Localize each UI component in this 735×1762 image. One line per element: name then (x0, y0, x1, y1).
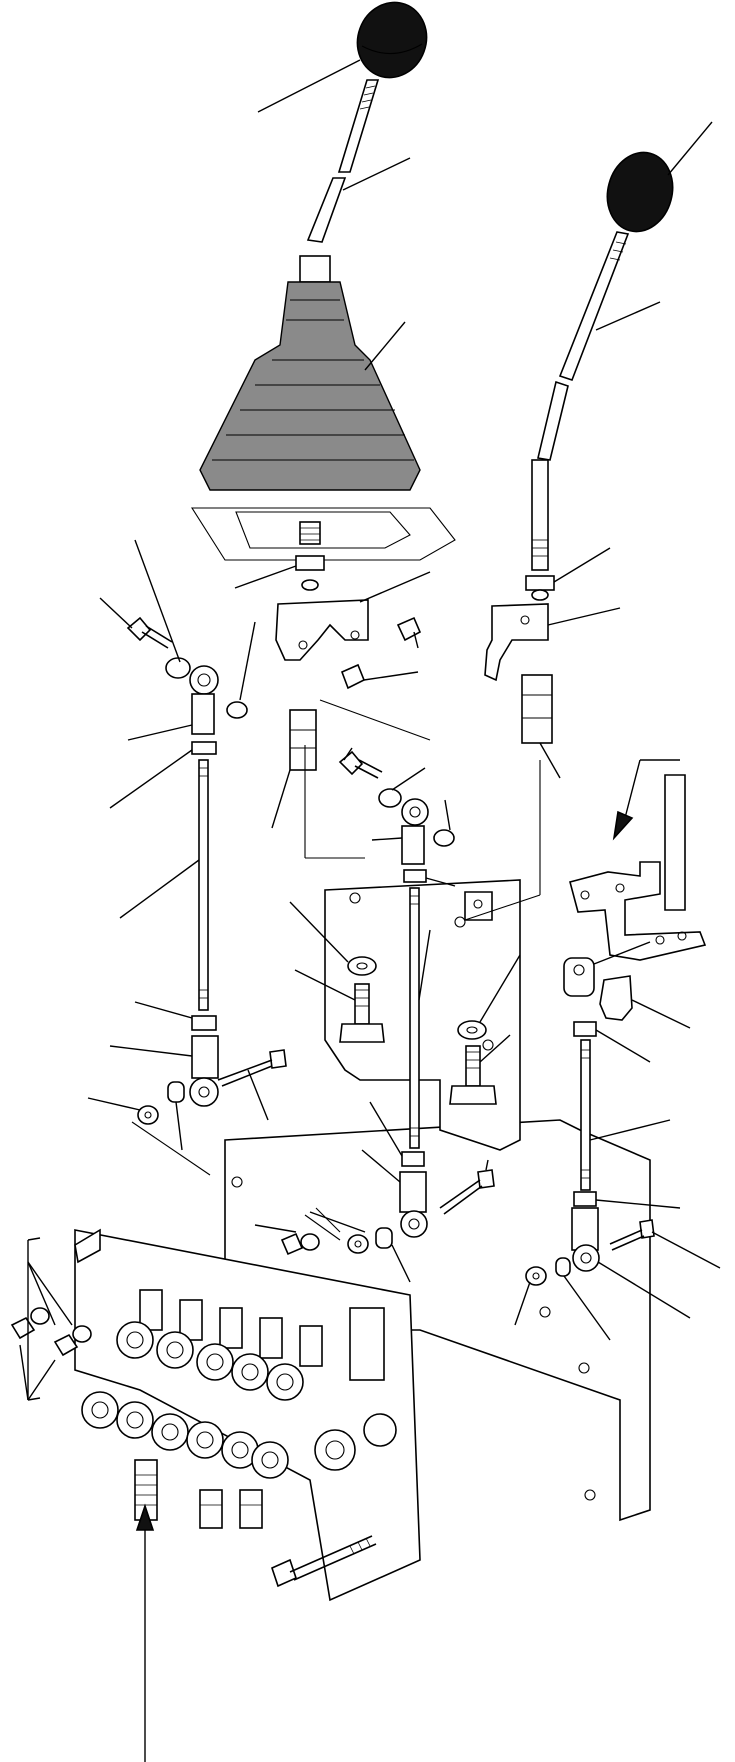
right-lever-rod (531, 231, 661, 571)
connector-lines (131, 699, 541, 1176)
boot-gasket (190, 507, 456, 561)
right-lower-coupler (571, 1207, 599, 1251)
right-lower-ball-joint (572, 1244, 691, 1319)
left-lever-stud (234, 521, 325, 591)
center-washer-left (289, 901, 377, 976)
right-lever-knob (606, 121, 713, 233)
center-link-rod (409, 887, 431, 1149)
right-lower-bolt (609, 1219, 721, 1269)
right-clip (599, 975, 691, 1029)
center-connector-lines (304, 1207, 366, 1241)
left-lower-nut (134, 1001, 217, 1031)
left-nut-a (226, 621, 256, 719)
center-spacer (378, 767, 426, 808)
right-lower-spacer (555, 1257, 611, 1341)
right-mount-bracket (569, 774, 707, 961)
left-bolt (99, 597, 173, 649)
left-ball-joint (127, 665, 219, 741)
long-bolt (271, 1535, 377, 1588)
valve-top-washers (254, 1224, 320, 1256)
left-lower-washer (87, 1097, 159, 1125)
left-lower-coupler (109, 1035, 219, 1079)
center-ball-joint (371, 798, 429, 865)
left-lower-spacer (167, 1081, 185, 1151)
right-clevis (563, 941, 651, 997)
left-lever-knob (257, 1, 428, 113)
left-coupler (271, 709, 317, 829)
right-lever-bracket (484, 603, 621, 682)
valve-fittings (134, 1459, 263, 1529)
center-jam-nut (403, 869, 456, 887)
center-nut-a (433, 799, 455, 847)
left-lower-bolt (217, 1049, 287, 1121)
left-jam-nut (109, 741, 217, 809)
center-bolt-left (294, 969, 385, 1043)
right-coupler (521, 674, 561, 779)
right-link-rod (580, 1039, 671, 1191)
right-jam-nut-lower (573, 1191, 681, 1209)
inlet-arrow (135, 1503, 155, 1762)
center-washer-right (457, 954, 521, 1040)
right-lower-washer (514, 1266, 547, 1326)
arrow-upper-right (612, 759, 680, 841)
bracket-nuts (340, 616, 422, 690)
center-lower-ball-joint (400, 1210, 428, 1238)
center-lower-nut (369, 1101, 425, 1167)
left-link-rod (119, 759, 209, 1011)
left-lever-boot (199, 255, 421, 491)
control-valve-block (74, 1228, 421, 1602)
center-lower-spacer (375, 1227, 411, 1283)
left-lever-rod (306, 79, 411, 243)
right-jam-nut-upper (573, 1021, 651, 1063)
center-lower-washer (347, 1234, 369, 1254)
right-lever-nut (525, 547, 611, 601)
center-bolt-right (449, 1034, 511, 1105)
left-lower-ball-joint (189, 1077, 219, 1107)
center-lower-bolt (439, 1159, 495, 1215)
valve-side-nuts (10, 1237, 92, 1401)
left-spacer (134, 539, 191, 679)
left-lever-bracket (275, 571, 431, 661)
center-bolt (338, 747, 383, 779)
